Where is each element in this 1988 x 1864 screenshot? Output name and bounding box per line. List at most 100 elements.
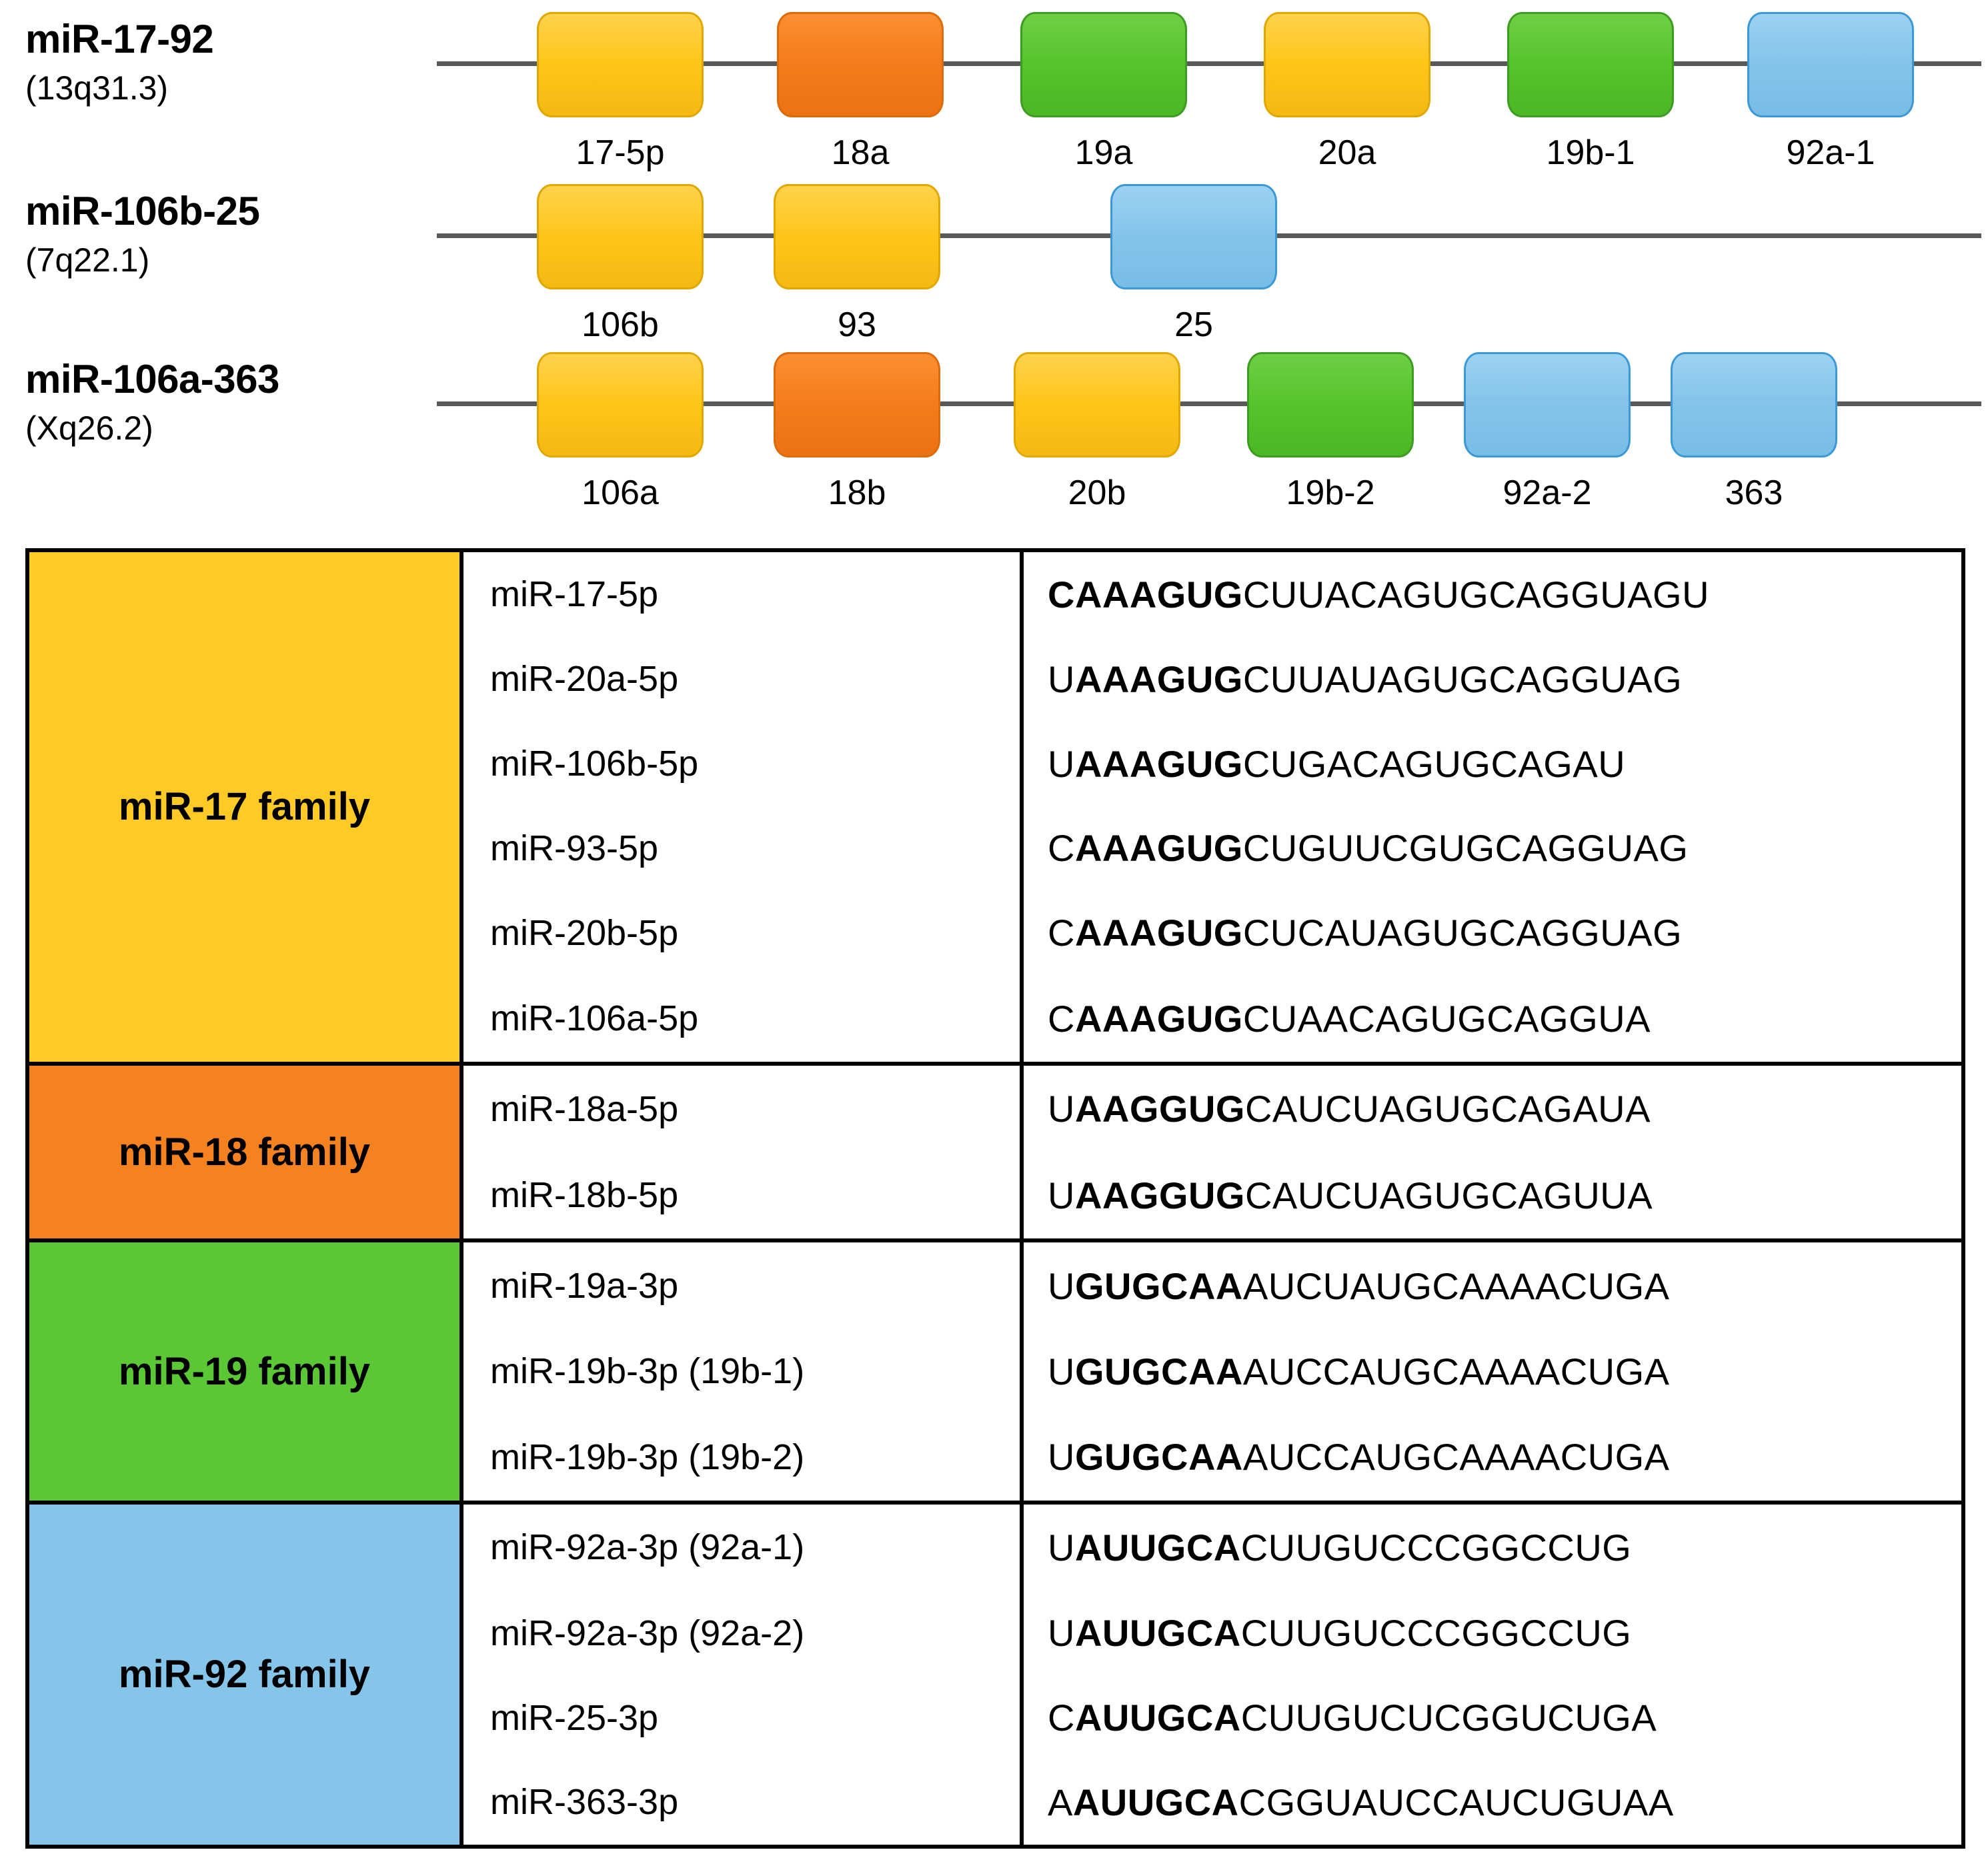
sequence-suffix: CUUGUCCCGGCCUG (1240, 1526, 1632, 1569)
genomic-axis-line (437, 61, 1981, 66)
mirna-name-cell: miR-20b-5p (461, 890, 1024, 976)
sequence-suffix: CUCAUAGUGCAGGUAG (1242, 912, 1683, 954)
mirna-sequence-cell: UGUGCAAAUCUAUGCAAAACUGA (1022, 1240, 1961, 1329)
sequence-suffix: CUGACAGUGCAGAU (1242, 742, 1626, 785)
mirna-name: miR-19b-3p (19b-1) (490, 1351, 805, 1392)
gene-box-20b: 20b (1014, 352, 1180, 510)
gene-label: 93 (838, 305, 876, 344)
sequence-prefix: C (1048, 1697, 1075, 1739)
mirna-name: miR-20b-5p (490, 912, 679, 953)
mirna-name-cell: miR-18a-5p (461, 1063, 1024, 1152)
mirna-name: miR-92a-3p (92a-2) (490, 1613, 805, 1653)
mirna-name-cell: miR-19a-3p (461, 1240, 1024, 1330)
seed-region: AUUGCA (1074, 1697, 1241, 1739)
gene-box-17-5p: 17-5p (537, 12, 704, 170)
cluster-row: miR-106b-25(7q22.1) 106b 93 25 (0, 172, 1988, 342)
sequence-prefix: U (1048, 1088, 1075, 1130)
gene-label: 17-5p (576, 133, 665, 172)
gene-label: 25 (1174, 305, 1213, 344)
gene-box-92a-1: 92a-1 (1747, 12, 1914, 170)
cluster-row: miR-106a-363(Xq26.2) 106a 18b 20b 19b-2 92a-2… (0, 340, 1988, 510)
mirna-name: miR-19a-3p (490, 1266, 679, 1306)
cluster-label-group: miR-106a-363(Xq26.2) (25, 357, 439, 450)
sequence-prefix: U (1048, 1264, 1075, 1307)
mirna-name-cell: miR-106a-5p (461, 975, 1024, 1066)
sequence-prefix: A (1048, 1781, 1073, 1823)
mirna-sequence-cell: CAAAGUGCUGUUCGUGCAGGUAG (1022, 806, 1961, 891)
sequence-suffix: CUUGUCCCGGCCUG (1240, 1612, 1632, 1655)
gene-label: 106a (582, 474, 659, 512)
seed-region: AAAGUG (1074, 827, 1243, 870)
mirna-name: miR-106b-5p (490, 744, 699, 784)
seed-region: GUGCAA (1074, 1264, 1243, 1307)
sequence-prefix: U (1048, 658, 1075, 700)
gene-label: 19b-2 (1286, 474, 1375, 512)
mirna-name-cell: miR-25-3p (461, 1675, 1024, 1760)
sequence-suffix: CGGUAUCCAUCUGUAA (1238, 1781, 1674, 1823)
family-label: miR-19 family (118, 1349, 371, 1393)
mirna-name: miR-25-3p (490, 1697, 659, 1738)
sequence-suffix: CUAACAGUGCAGGUA (1242, 997, 1651, 1040)
mirna-sequence-cell: CAAAGUGCUUACAGUGCAGGUAGU (1022, 552, 1961, 637)
mirna-name-cell: miR-19b-3p (19b-2) (461, 1413, 1024, 1505)
gene-box-19b-1: 19b-1 (1507, 12, 1674, 170)
mirna-sequence-cell: UAAGGUGCAUCUAGUGCAGUUA (1022, 1152, 1961, 1243)
mirna-sequence-cell: UAUUGCACUUGUCCCGGCCUG (1022, 1591, 1961, 1675)
gene-label: 92a-1 (1786, 133, 1875, 172)
table-row: miR-19b-3p (19b-2)UGUGCAAAUCCAUGCAAAACUG… (29, 1413, 1961, 1505)
table-row: miR-93-5p CAAAGUGCUGUUCGUGCAGGUAG (29, 806, 1961, 891)
gene-box-20a: 20a (1264, 12, 1430, 170)
gene-label: 19a (1074, 133, 1133, 172)
mirna-name: miR-363-3p (490, 1782, 679, 1823)
sequence-prefix: U (1048, 1526, 1075, 1569)
gene-box-92a-2: 92a-2 (1464, 352, 1631, 510)
sequence-suffix: CUUAUAGUGCAGGUAG (1242, 658, 1683, 700)
seed-region: AAGGUG (1074, 1088, 1245, 1130)
sequence-prefix: C (1048, 912, 1075, 954)
mirna-sequence-cell: UAAGGUGCAUCUAGUGCAGAUA (1022, 1064, 1961, 1152)
gene-box-25: 25 (1110, 184, 1277, 342)
family-label: miR-92 family (118, 1653, 371, 1697)
sequence-suffix: CAUCUAGUGCAGUUA (1244, 1174, 1653, 1216)
table-row: miR-92a-3p (92a-2) UAUUGCACUUGUCCCGGCCUG (29, 1591, 1961, 1676)
cluster-label-group: miR-106b-25(7q22.1) (25, 189, 439, 282)
mirna-sequence-cell: CAUUGCACUUGUCUCGGUCUGA (1022, 1675, 1961, 1760)
gene-label: 92a-2 (1503, 474, 1592, 512)
gene-label: 106b (582, 305, 659, 344)
table-row: miR-25-3p CAUUGCACUUGUCUCGGUCUGA (29, 1675, 1961, 1760)
gene-label: 20b (1068, 474, 1126, 512)
seed-region: GUGCAA (1074, 1350, 1243, 1392)
gene-label: 19b-1 (1546, 133, 1635, 172)
sequence-prefix: U (1048, 1350, 1075, 1392)
sequence-prefix: U (1048, 1174, 1075, 1216)
mirna-name-cell: miR-20a-5p (461, 636, 1024, 722)
mirna-name-cell: miR-17-5p (461, 552, 1024, 637)
gene-box-363: 363 (1671, 352, 1837, 510)
genomic-axis-line (437, 401, 1981, 406)
seed-region: AAAGUG (1074, 742, 1243, 785)
family-label-cell: miR-18 family (29, 1063, 463, 1243)
seed-region: AAAGUG (1074, 912, 1243, 954)
mirna-name: miR-93-5p (490, 828, 659, 868)
sequence-suffix: CAUCUAGUGCAGAUA (1244, 1088, 1651, 1130)
mirna-name-cell: miR-106b-5p (461, 721, 1024, 806)
mirna-name-cell: miR-363-3p (461, 1759, 1024, 1845)
table-row: miR-19 family miR-19a-3p UGUGCAAAUCUAUGCAA… (29, 1240, 1961, 1505)
gene-label: 18b (828, 474, 886, 512)
mirna-name: miR-19b-3p (19b-2) (490, 1437, 805, 1477)
sequence-suffix: CUUACAGUGCAGGUAGU (1242, 573, 1710, 616)
mirna-name-cell: miR-18b-5p (461, 1152, 1024, 1243)
table-row: miR-20b-5p CAAAGUGCUCAUAGUGCAGGUAG (29, 890, 1961, 976)
mirna-sequence-cell: UGUGCAAAUCCAUGCAAAACUGA (1022, 1329, 1961, 1414)
gene-box-106b: 106b (537, 184, 704, 342)
cluster-track: 106a 18b 20b 19b-2 92a-2 363 (437, 340, 1981, 510)
sequence-prefix: U (1048, 742, 1075, 785)
mirna-name: miR-106a-5p (490, 998, 699, 1039)
gene-box-18a: 18a (777, 12, 944, 170)
